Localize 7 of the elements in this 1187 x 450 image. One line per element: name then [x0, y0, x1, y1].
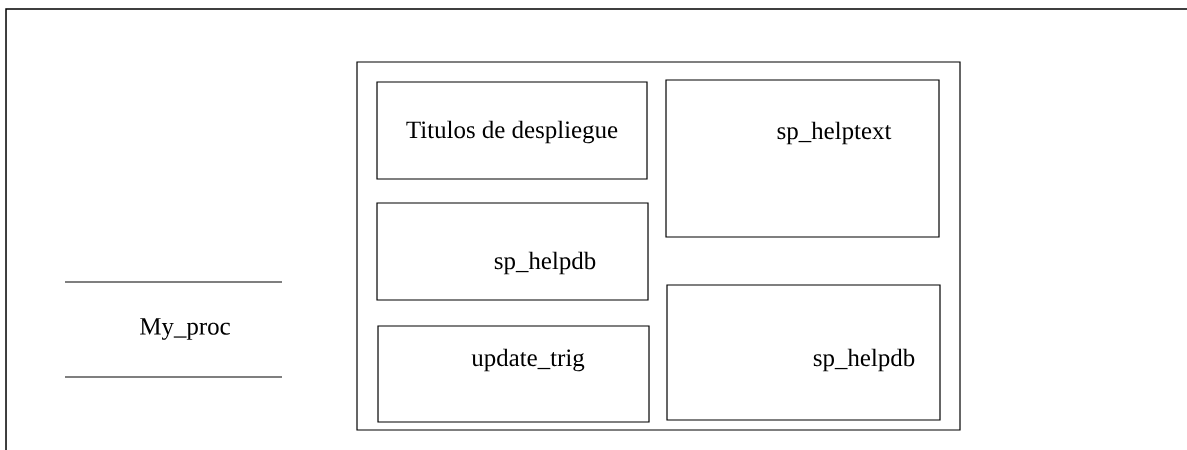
process-box: Titulos de despliegue: [376, 81, 648, 180]
process-box: sp_helpdb: [376, 202, 649, 301]
process-box: sp_helpdb: [666, 284, 941, 421]
process-box: sp_helptext: [665, 79, 940, 238]
process-box: update_trig: [377, 325, 650, 423]
data-store: My_proc: [64, 281, 283, 378]
container-box: [356, 61, 961, 431]
